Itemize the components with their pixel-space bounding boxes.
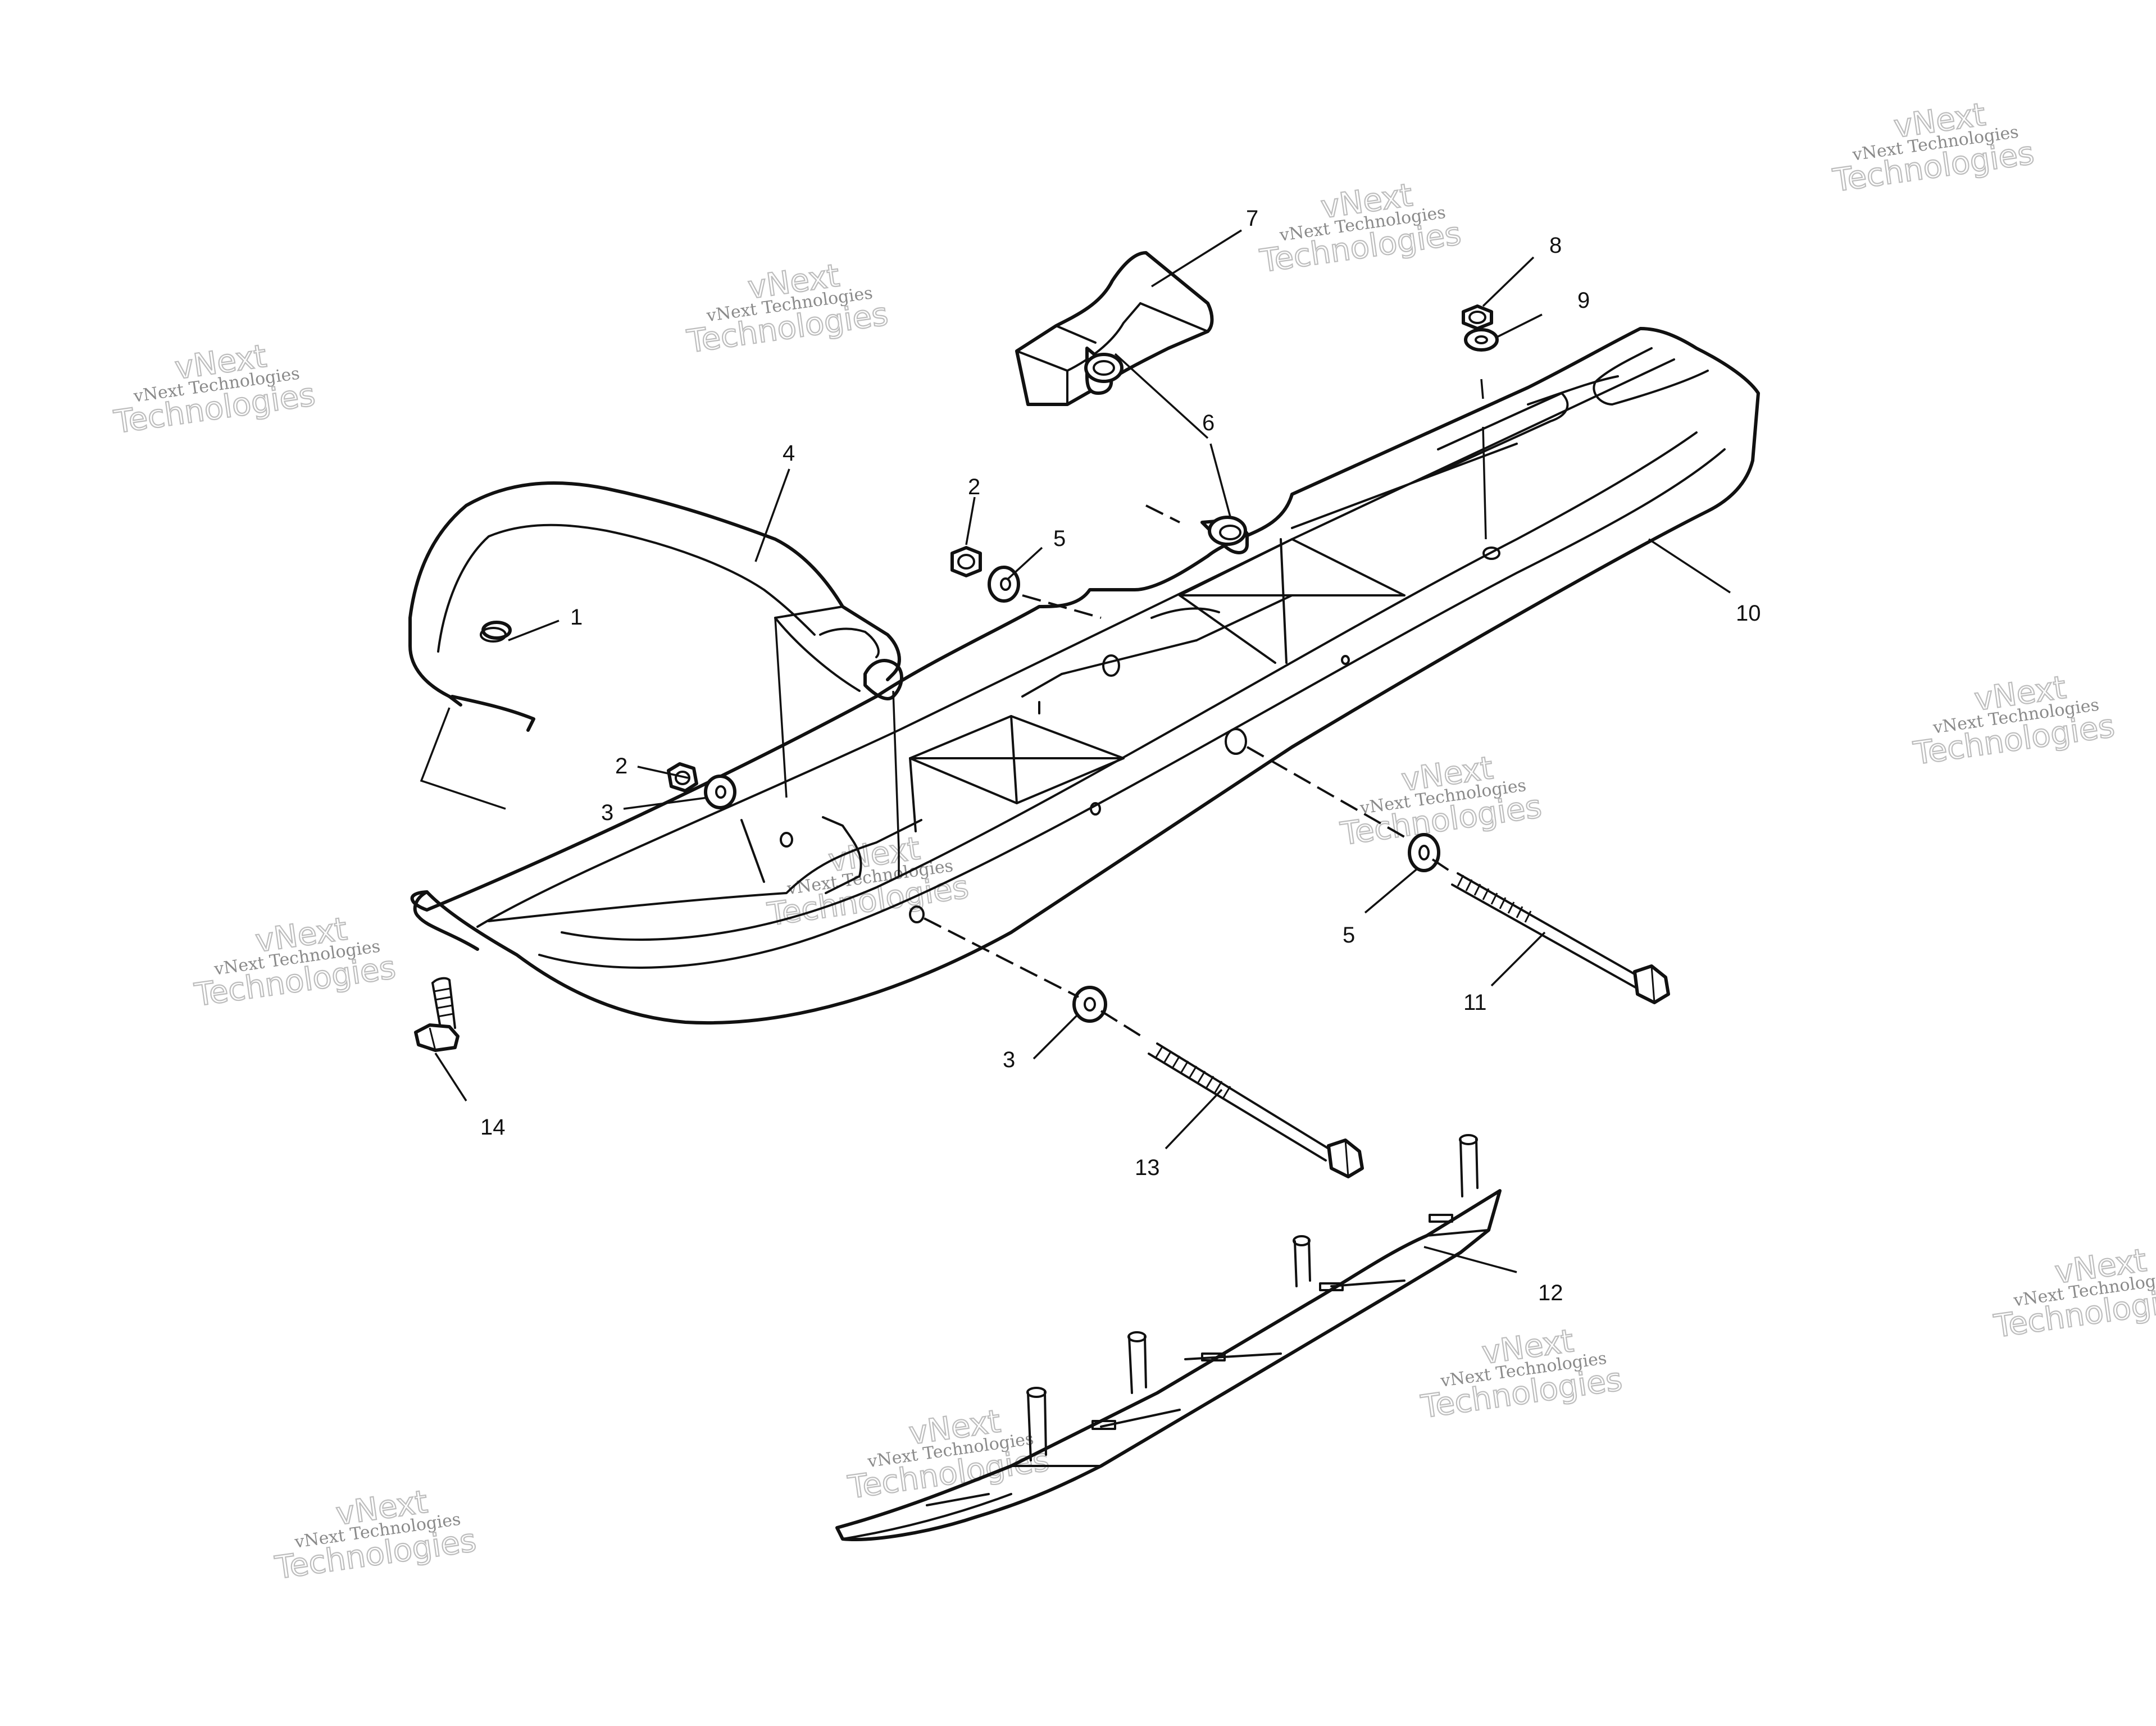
callout-3-front: 3	[1003, 1048, 1015, 1072]
callout-5-upper: 5	[1053, 526, 1066, 551]
part-handle-loop	[408, 481, 903, 876]
part-bolt-short	[1148, 1042, 1364, 1178]
watermark: vNext vNext Technologies Technologies	[1991, 1241, 2156, 1345]
runner-stud-3	[1293, 1235, 1311, 1287]
callout-2-lower: 2	[615, 754, 627, 778]
callout-5-rear: 5	[1343, 923, 1355, 948]
callout-8: 8	[1549, 233, 1562, 258]
callout-13: 13	[1135, 1155, 1160, 1180]
part-ski-body	[410, 327, 1760, 1025]
watermark: vNext vNext Technologies Technologies	[111, 338, 318, 441]
callout-10: 10	[1736, 601, 1761, 626]
callout-6: 6	[1202, 411, 1215, 435]
watermark: vNext vNext Technologies Technologies	[1830, 95, 2037, 199]
watermark: vNext vNext Technologies Technologies	[1418, 1322, 1625, 1426]
part-runner	[835, 1134, 1502, 1541]
part-carbide-bolt	[414, 977, 460, 1052]
part-washer-front	[1072, 986, 1107, 1023]
runner-stud-2	[1127, 1331, 1147, 1394]
part-bushing-b	[1145, 504, 1249, 554]
part-bolt-long	[1451, 872, 1670, 1004]
runner-stud-4	[1459, 1134, 1479, 1197]
runner-stud-1	[1026, 1387, 1047, 1461]
part-bushing-a	[1084, 347, 1124, 395]
watermark-layer: vNext vNext Technologies Technologies vN…	[111, 95, 2156, 1587]
callout-4: 4	[783, 441, 795, 466]
part-bumper-pad	[1015, 251, 1214, 406]
part-nut-rear	[1462, 304, 1493, 330]
callout-2-upper: 2	[968, 475, 980, 499]
callout-3-lower: 3	[601, 800, 613, 825]
part-washer-lower	[704, 775, 736, 809]
watermark: vNext vNext Technologies Technologies	[845, 1402, 1052, 1506]
callout-12: 12	[1538, 1281, 1563, 1305]
callout-11: 11	[1463, 990, 1487, 1015]
part-washer-rear	[1408, 833, 1440, 872]
watermark: vNext vNext Technologies Technologies	[272, 1483, 479, 1587]
callout-9: 9	[1577, 288, 1590, 313]
watermark: vNext vNext Technologies Technologies	[1257, 176, 1464, 280]
part-nut-upper	[950, 546, 982, 577]
watermark: vNext vNext Technologies Technologies	[1338, 749, 1544, 853]
callout-1: 1	[570, 605, 583, 630]
watermark: vNext vNext Technologies Technologies	[192, 910, 398, 1014]
callouts: 1 2 2 3 3 4 5 5 6 7 8 9 10 11 12 13 14	[480, 206, 1761, 1305]
callout-7: 7	[1246, 206, 1258, 231]
leader-lines	[434, 229, 1731, 1273]
callout-14: 14	[480, 1115, 506, 1140]
watermark: vNext vNext Technologies Technologies	[684, 257, 891, 361]
part-washer-small-rear	[1464, 328, 1499, 352]
watermark: vNext vNext Technologies Technologies	[1911, 668, 2117, 772]
